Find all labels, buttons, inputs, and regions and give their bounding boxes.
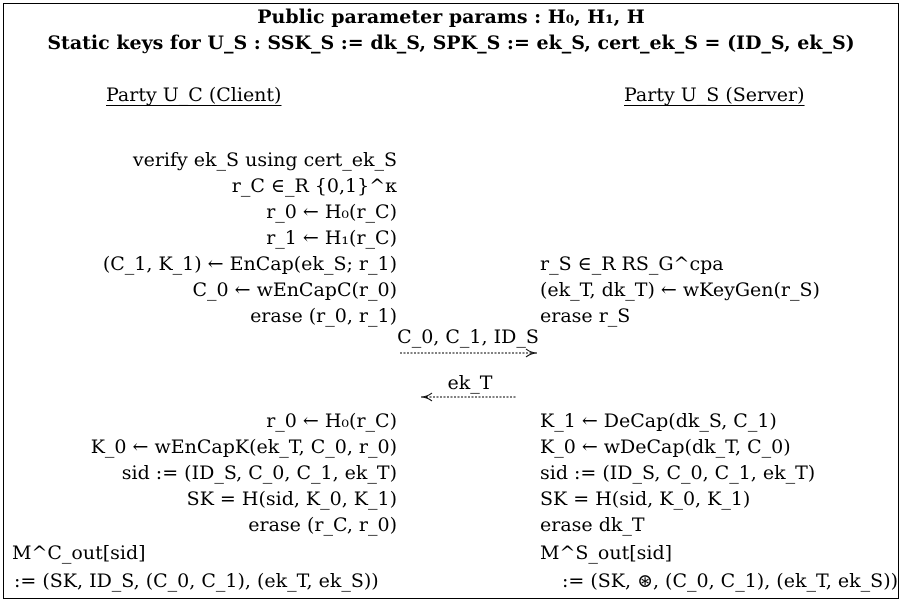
static-keys-line: Static keys for U_S : SSK_S := dk_S, SPK…	[47, 32, 855, 54]
public-parameter-line: Public parameter params : H₀, H₁, H	[257, 6, 645, 28]
client-step: (C_1, K_1) ← EnCap(ek_S; r_1)	[102, 253, 397, 275]
client-step: r_1 ← H₁(r_C)	[266, 227, 397, 249]
client-step: erase (r_0, r_1)	[250, 305, 397, 327]
client-step: C_0 ← wEnCapC(r_0)	[192, 279, 397, 301]
message-to-server-label: C_0, C_1, ID_S	[397, 326, 539, 348]
client-step: r_0 ← H₀(r_C)	[266, 201, 397, 223]
server-step: erase dk_T	[540, 514, 645, 536]
server-step: sid := (ID_S, C_0, C_1, ek_T)	[540, 462, 816, 484]
server-step: erase r_S	[540, 305, 631, 327]
server-step: K_1 ← DeCap(dk_S, C_1)	[540, 410, 777, 432]
client-output-value: := (SK, ID_S, (C_0, C_1), (ek_T, ek_S))	[14, 570, 379, 592]
client-step: r_0 ← H₀(r_C)	[266, 410, 397, 432]
left-arrow-icon	[420, 392, 516, 402]
server-party-heading: Party U_S (Server)	[624, 84, 805, 106]
server-output-value: := (SK, ⊛, (C_0, C_1), (ek_T, ek_S))	[562, 570, 899, 592]
client-step: K_0 ← wEnCapK(ek_T, C_0, r_0)	[90, 436, 397, 458]
server-step: r_S ∈_R RS_G^cpa	[540, 253, 724, 275]
message-to-client-label: ek_T	[447, 372, 493, 394]
protocol-frame	[3, 3, 899, 599]
client-step: SK = H(sid, K_0, K_1)	[186, 488, 397, 510]
server-output-label: M^S_out[sid]	[540, 542, 673, 564]
client-step: erase (r_C, r_0)	[248, 514, 397, 536]
server-step: SK = H(sid, K_0, K_1)	[540, 488, 751, 510]
server-step: (ek_T, dk_T) ← wKeyGen(r_S)	[540, 279, 820, 301]
client-step: r_C ∈_R {0,1}^κ	[231, 175, 397, 197]
client-step: verify ek_S using cert_ek_S	[132, 149, 397, 171]
client-party-heading: Party U_C (Client)	[106, 84, 282, 106]
client-step: sid := (ID_S, C_0, C_1, ek_T)	[121, 462, 397, 484]
server-step: K_0 ← wDeCap(dk_T, C_0)	[540, 436, 791, 458]
right-arrow-icon	[400, 348, 538, 358]
client-output-label: M^C_out[sid]	[12, 542, 146, 564]
